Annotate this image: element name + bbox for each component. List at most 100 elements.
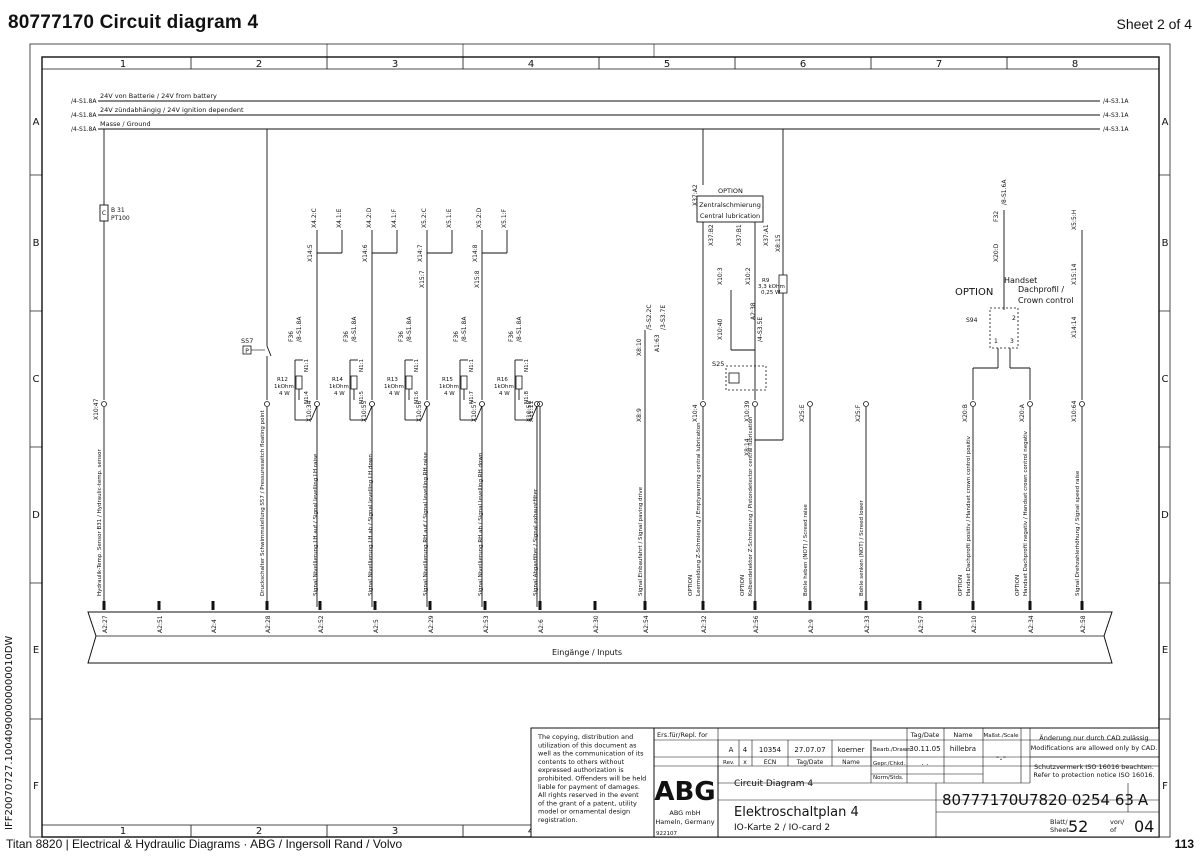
bus-label: Eingänge / Inputs	[552, 648, 622, 657]
node-label: N1:1	[524, 359, 530, 372]
component-label: S25	[712, 360, 724, 368]
resistor-watt: 4 W	[279, 391, 290, 397]
column-label: 6	[800, 59, 806, 70]
resistor	[515, 375, 523, 390]
sheet-number: 52	[1068, 817, 1088, 836]
bus-pin	[318, 601, 322, 610]
connector-label: X20:B	[962, 404, 969, 422]
column-label: 1	[120, 59, 126, 70]
rev-letter: A	[729, 746, 734, 754]
drawn-caption: Bearb./Drawn	[873, 747, 911, 753]
copyright-line: well as the communication of its	[538, 750, 644, 758]
ecn-number: 10354	[759, 746, 782, 754]
option-tag: OPTION	[955, 287, 993, 298]
node-label: N1:4	[304, 391, 310, 404]
rev-index: 4	[743, 746, 748, 754]
connector-label: X37:A1	[763, 224, 770, 246]
grid-labels: 12345678AABBCCDDEEFF1234IFF20070727.1004…	[4, 59, 1169, 837]
connector-label: X14:7	[417, 244, 424, 262]
copyright-line: The copying, distribution and	[537, 733, 633, 741]
ers-label: Ers.für/Repl. for	[657, 731, 708, 739]
bus-pin	[971, 601, 975, 610]
connector-label: X8:10	[636, 338, 643, 356]
connector-ref: /3-S3.7E	[660, 305, 667, 330]
central-lubrication-box	[696, 195, 764, 223]
signal-description: Handset Dachprofil positiv / Handset cro…	[966, 435, 972, 596]
copyright-line: registration.	[538, 816, 578, 824]
option-tag: OPTION	[718, 187, 743, 195]
row-label: B	[1162, 238, 1169, 249]
drawing-number-2: U7820 0254 63	[1018, 791, 1134, 809]
fuse-ref: /8-S1.8A	[461, 316, 468, 342]
row-label: C	[1162, 374, 1169, 385]
bus-pin	[211, 601, 215, 610]
company-location: Hameln, Germany	[655, 818, 714, 826]
row-label: F	[33, 781, 39, 792]
rail-text: 24V von Batterie / 24V from battery	[100, 92, 217, 100]
drawn-name: hillebra	[950, 745, 976, 753]
connector-ref: /4-S3.5E	[757, 317, 764, 342]
connector-label: X10:56	[416, 400, 423, 422]
pin-label: 3	[1010, 338, 1014, 345]
connector-label: X4.2:C	[311, 208, 318, 228]
row-label: D	[32, 510, 40, 521]
row-dividers	[30, 174, 1170, 720]
signal-description: Bohle heben (NOT) / Screed raise	[803, 504, 809, 596]
node-label: N1:8	[524, 391, 530, 404]
fuse-label: F36	[508, 331, 515, 342]
connector-label: X10:4	[692, 404, 699, 422]
bus-pin-label: A2:34	[1028, 615, 1035, 633]
connector-label: X37:B1	[736, 224, 743, 246]
column-label: 5	[664, 59, 670, 70]
bus-pin-label: A2:9	[808, 619, 815, 633]
connector-label: X20:D	[993, 243, 1000, 262]
node-label: N1:1	[359, 359, 365, 372]
resistor-watt: 4 W	[444, 391, 455, 397]
connector-label: X5.1:F	[501, 208, 508, 228]
sheet-caption: Blatt/	[1050, 818, 1068, 826]
drawing-number: 80777170	[942, 791, 1018, 809]
bus-pin	[918, 601, 922, 610]
component-label: Handset	[1004, 276, 1037, 285]
column-label: 4	[528, 59, 534, 70]
signal-description: Bohle senken (NOT) / Screed lower	[859, 499, 865, 596]
bus-pin-label: A2:33	[864, 615, 871, 633]
resistor-value: 3,3 kOhm	[758, 284, 785, 290]
resistor-watt: 0,25 W	[761, 290, 781, 296]
row-label: D	[1161, 510, 1169, 521]
fuse-label: F32	[993, 211, 1000, 222]
signal-description: Signal Nivellierung LH ab / Signal level…	[368, 454, 374, 596]
rail-ref: /4-S1.8A	[71, 112, 97, 119]
rail-ref: /4-S3.1A	[1103, 112, 1129, 119]
pin-label: 2	[1012, 315, 1016, 322]
connector-label: X10:39	[744, 400, 751, 422]
resistor-value: 1kOhm	[329, 384, 349, 390]
resistor-label: R13	[387, 377, 398, 383]
cad-note: Modifications are allowed only by CAD.	[1031, 744, 1158, 752]
resistor-label: R16	[497, 377, 508, 383]
bus-pin-label: A2:4	[211, 619, 218, 633]
resistor-label: R14	[332, 377, 343, 383]
pressure-label: P	[245, 348, 249, 355]
connector-label: X15:14	[1071, 263, 1078, 285]
copyright-line: contents to others without	[538, 758, 625, 766]
bus-pin	[483, 601, 487, 610]
rev-name: koerner	[838, 746, 865, 754]
resistor-value: 1kOhm	[439, 384, 459, 390]
bus-pin	[1028, 601, 1032, 610]
signal-description: Kolbendetektor Z-Schmierung / Pistondete…	[748, 416, 754, 596]
revision-letter: A	[1138, 791, 1149, 809]
connector-label: X14:8	[472, 244, 479, 262]
wiring	[99, 129, 1085, 607]
connector-label: X25:E	[799, 404, 806, 422]
column-ticks-outer	[326, 44, 655, 57]
copyright-line: expressed authorization is	[538, 766, 624, 774]
row-label: F	[1162, 781, 1168, 792]
bus-pin-label: A2:58	[1080, 615, 1087, 633]
bus-pin-label: A2:56	[753, 615, 760, 633]
pin-label: 1	[994, 338, 998, 345]
bus-pin-label: A2:27	[102, 615, 109, 633]
checked-caption: Gepr./Chkd.	[873, 761, 905, 767]
